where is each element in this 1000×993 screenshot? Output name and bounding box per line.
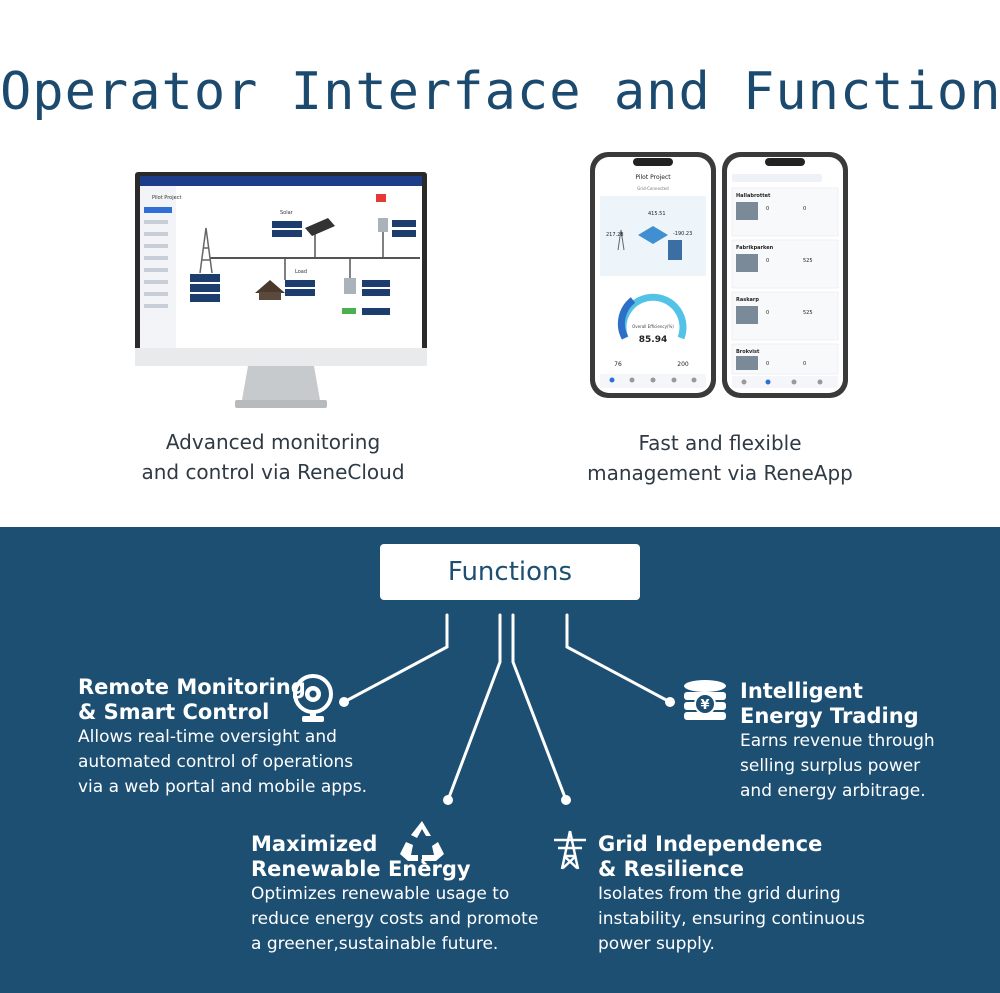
feature-trading-desc3: and energy arbitrage. — [740, 781, 926, 801]
feature-trading-desc1: Earns revenue through — [740, 731, 935, 751]
gauge-label: Overall Efficiency(%) — [632, 324, 674, 329]
monitor-caption: Advanced monitoring and control via Rene… — [113, 427, 433, 487]
site-name: Raskarp — [736, 297, 759, 303]
feature-remote-desc3: via a web portal and mobile apps. — [78, 777, 368, 797]
feature-renewable-desc1: Optimizes renewable usage to — [251, 884, 510, 904]
site-value: 0 — [766, 258, 769, 264]
site-name: Brokvist — [736, 349, 760, 355]
phones-illustration: Pilot Project Grid-Connected 217.28 415.… — [590, 152, 848, 398]
feature-grid: Grid Independence & Resilience Isolates … — [598, 832, 865, 957]
feature-grid-desc1: Isolates from the grid during — [598, 884, 841, 904]
site-value: 0 — [766, 310, 769, 316]
recycle-icon — [400, 821, 444, 864]
feature-remote-title2: & Smart Control — [78, 700, 270, 724]
phone-left-flow-left: 217.28 — [606, 232, 624, 238]
coin-stack-icon: ¥ — [684, 680, 726, 720]
functions-header: Functions — [380, 544, 640, 600]
phone-left-status: Grid-Connected — [637, 186, 669, 191]
monitor-illustration: Pilot Project Solar Load — [135, 172, 427, 408]
feature-remote-desc2: automated control of operations — [78, 752, 354, 772]
feature-renewable-desc3: a greener,sustainable future. — [251, 934, 499, 954]
feature-grid-title2: & Resilience — [598, 857, 745, 881]
screen-load-label: Load — [295, 269, 307, 275]
site-value: 525 — [803, 258, 813, 264]
site-value: 0 — [803, 361, 806, 367]
phone-left-stat2: 200 — [677, 361, 689, 368]
feature-remote-desc1: Allows real-time oversight and — [78, 727, 337, 747]
monitor-caption-line1: Advanced monitoring — [165, 430, 381, 454]
site-value: 0 — [803, 206, 806, 212]
feature-trading: Intelligent Energy Trading Earns revenue… — [740, 679, 935, 804]
feature-grid-title1: Grid Independence — [598, 832, 823, 856]
phone-left-flow-right: -190.23 — [673, 231, 692, 237]
feature-renewable-title2: Renewable Energy — [251, 857, 471, 881]
functions-section — [0, 527, 1000, 993]
phones-caption-line1: Fast and flexible — [638, 431, 802, 455]
site-value: 525 — [803, 310, 813, 316]
feature-renewable: Maximized Renewable Energy Optimizes ren… — [251, 832, 538, 957]
site-value: 0 — [766, 361, 769, 367]
svg-text:¥: ¥ — [700, 698, 709, 713]
feature-trading-title2: Energy Trading — [740, 704, 919, 728]
feature-trading-title1: Intelligent — [740, 679, 863, 703]
screen-solar-label: Solar — [280, 210, 294, 216]
feature-remote: Remote Monitoring & Smart Control Allows… — [78, 675, 367, 800]
webcam-icon — [293, 674, 333, 722]
connector-lines — [339, 613, 675, 805]
phone-left-flow-top: 415.51 — [648, 211, 666, 217]
site-value: 0 — [766, 206, 769, 212]
feature-grid-desc3: power supply. — [598, 934, 715, 954]
feature-renewable-title1: Maximized — [251, 832, 378, 856]
feature-renewable-desc2: reduce energy costs and promote — [251, 909, 539, 929]
site-name: Fabrikparken — [736, 245, 774, 251]
phone-left-stat1: 76 — [614, 361, 622, 368]
feature-remote-title1: Remote Monitoring — [78, 675, 306, 699]
site-name: Hallabrottet — [736, 193, 771, 199]
power-tower-icon — [554, 830, 586, 870]
feature-trading-desc2: selling surplus power — [740, 756, 921, 776]
monitor-caption-line2: and control via ReneCloud — [141, 460, 405, 484]
phones-caption: Fast and flexible management via ReneApp — [560, 428, 880, 488]
gauge-value: 85.94 — [639, 335, 667, 345]
phones-caption-line2: management via ReneApp — [587, 461, 853, 485]
page-title: Operator Interface and Functions — [0, 62, 1000, 122]
screen-project-label: Pilot Project — [152, 195, 181, 201]
phone-left-header: Pilot Project — [635, 174, 671, 181]
feature-grid-desc2: instability, ensuring continuous — [598, 909, 865, 929]
